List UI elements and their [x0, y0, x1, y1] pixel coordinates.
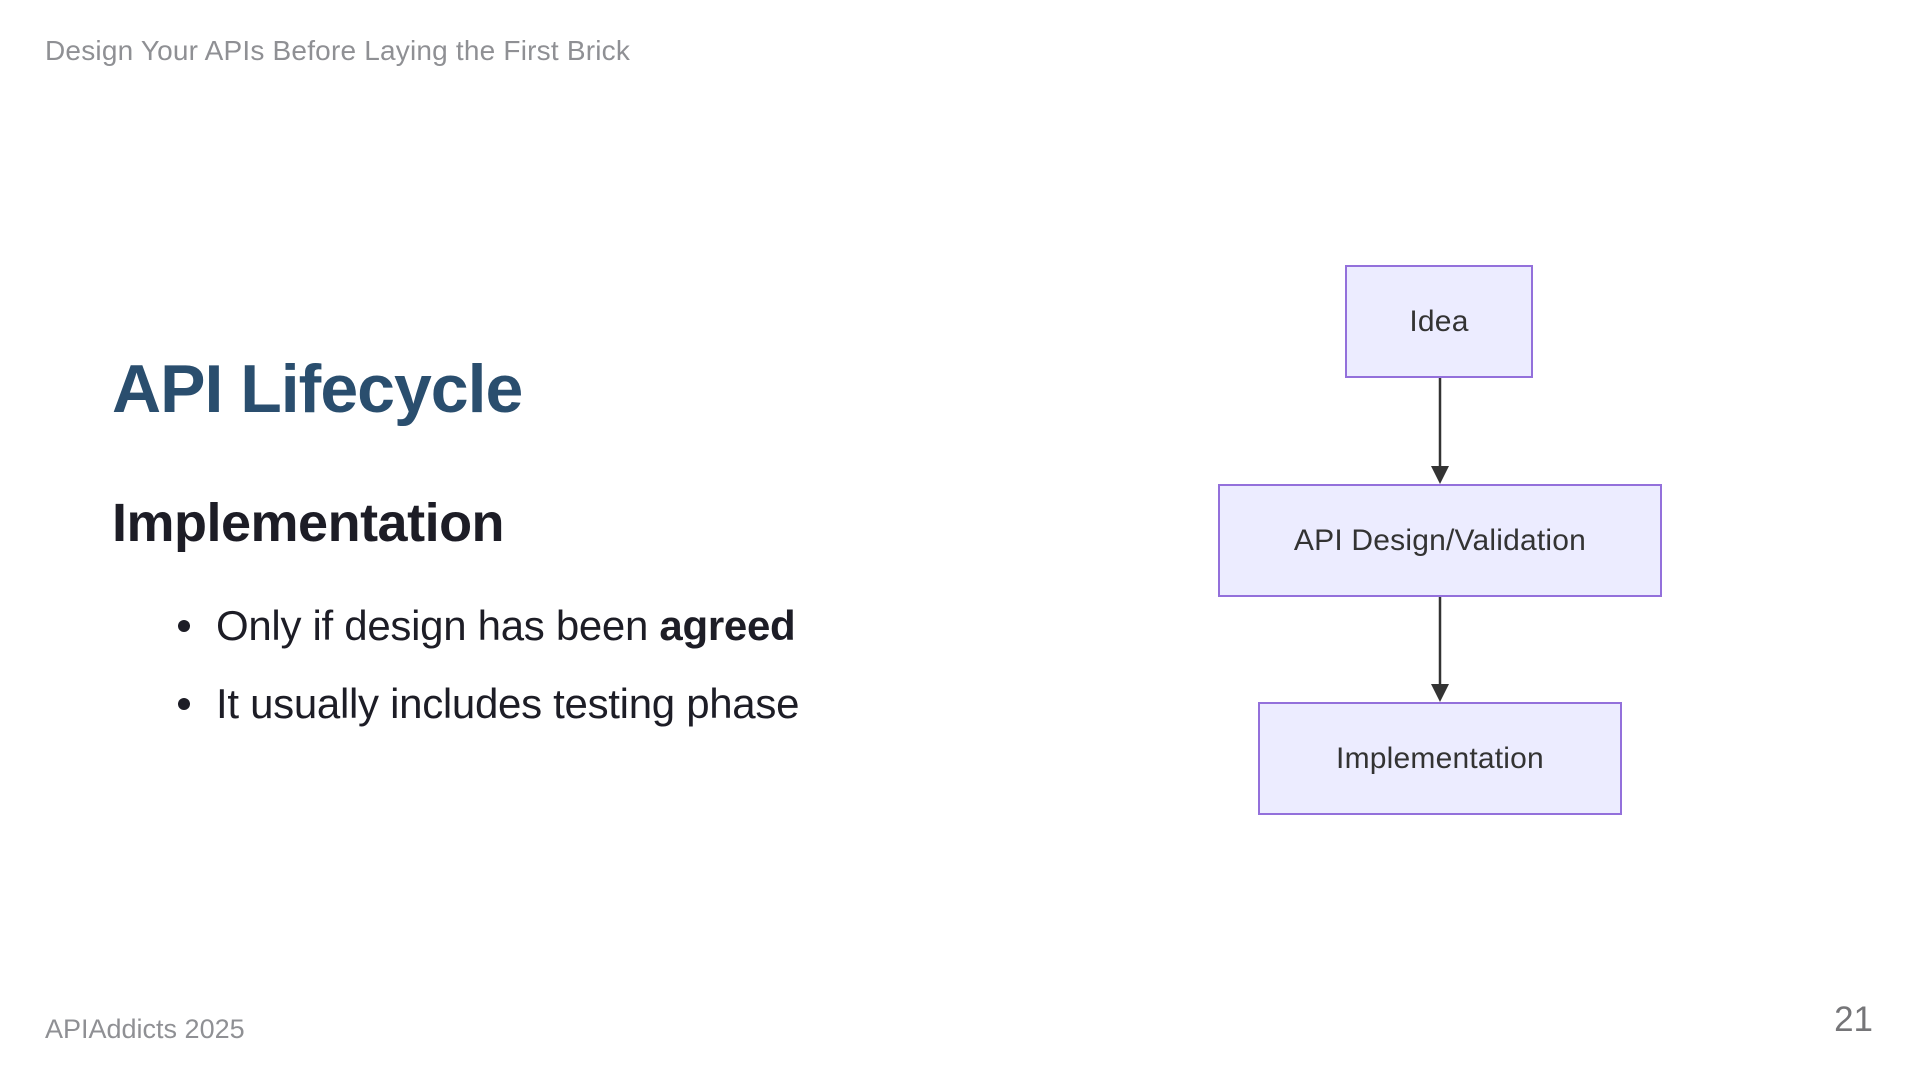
bullet-text: It usually includes testing phase — [216, 679, 800, 727]
bullet-item: It usually includes testing phase — [176, 678, 799, 731]
node-label: API Design/Validation — [1293, 523, 1587, 557]
bullet-text: Only if design has been — [216, 602, 660, 649]
flowchart-node-implementation: Implementation — [1258, 702, 1622, 815]
bullet-list: Only if design has been agreed It usuall… — [176, 600, 799, 755]
page-title: API Lifecycle — [112, 351, 523, 427]
flowchart-diagram: Idea API Design/Validation Implementatio… — [1218, 265, 1662, 815]
node-label: Implementation — [1336, 741, 1544, 775]
flowchart-node-design-validation: API Design/Validation — [1218, 484, 1662, 597]
page-number: 21 — [1834, 1000, 1873, 1039]
node-label: Idea — [1409, 304, 1469, 338]
section-heading: Implementation — [112, 493, 505, 553]
bullet-item: Only if design has been agreed — [176, 600, 799, 653]
flowchart-node-idea: Idea — [1345, 265, 1533, 378]
slide-header-text: Design Your APIs Before Laying the First… — [45, 35, 631, 66]
arrow-down-icon — [1431, 378, 1449, 484]
footer-text: APIAddicts 2025 — [45, 1014, 245, 1044]
arrow-down-icon — [1431, 597, 1449, 702]
bullet-bold-text: agreed — [659, 602, 796, 649]
